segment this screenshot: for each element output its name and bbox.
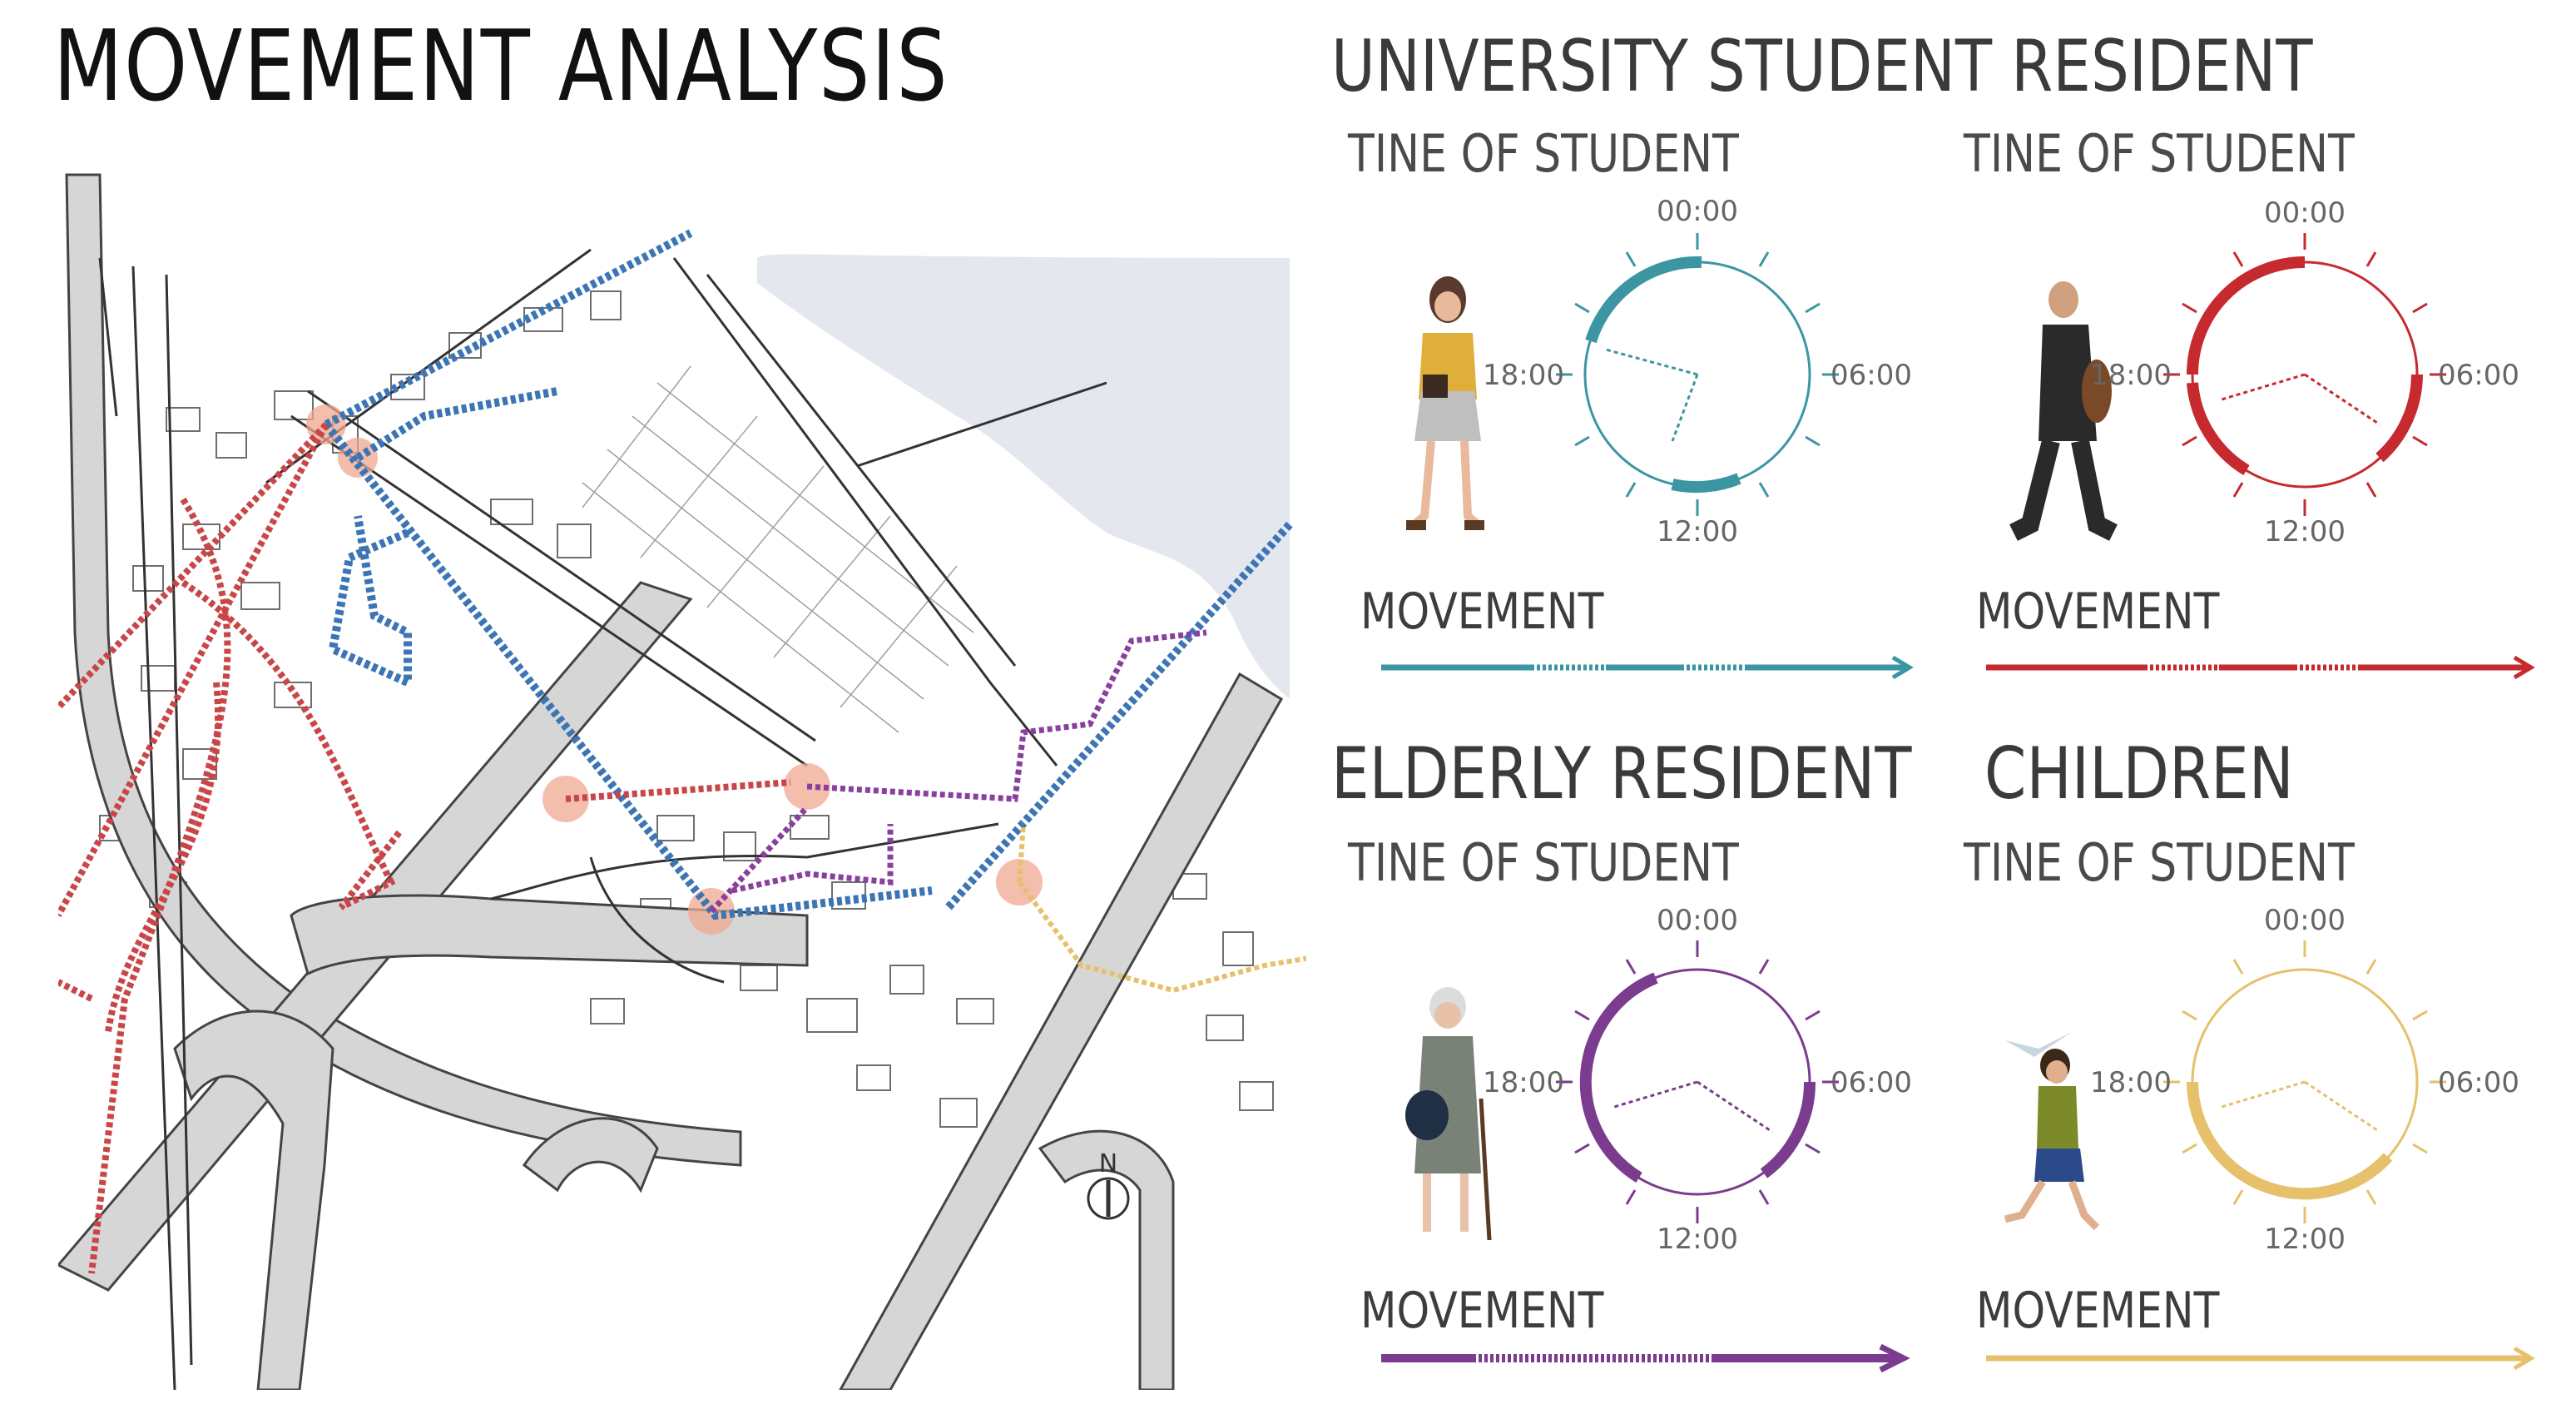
elderly-movement-bar [1381,1343,1910,1373]
panel-student-movement-label: MOVEMENT [1360,583,1604,641]
worker-movement-bar [1986,655,2535,680]
panel-children-subtitle: TINE OF STUDENT [1964,832,2355,893]
student-clock [1556,233,1839,516]
child-clock-right: 06:00 [2438,1066,2519,1099]
child-clock-top: 00:00 [2264,904,2346,937]
water-body [757,254,1290,699]
worker-clock-top: 00:00 [2264,196,2346,230]
route-student [323,229,1293,920]
child-figure [2004,1032,2100,1231]
student-clock-bottom: 12:00 [1657,515,1738,548]
student-clock-right: 06:00 [1830,359,1912,392]
roads [58,173,1284,1390]
child-movement-bar [1986,1346,2535,1371]
north-arrow: N [1087,1149,1130,1220]
elderly-clock-top: 00:00 [1657,904,1738,937]
page-title: MOVEMENT ANALYSIS [53,8,949,123]
elderly-figure [1405,987,1492,1241]
route-elderly [709,629,1207,914]
site-map: N [58,173,1306,1390]
student-clock-left: 18:00 [1483,359,1564,392]
worker-clock-left: 18:00 [2090,359,2172,392]
route-worker [58,422,791,1274]
field-grid [582,365,974,733]
panel-children-movement-label: MOVEMENT [1976,1282,2220,1340]
worker-clock-bottom: 12:00 [2264,515,2346,548]
child-clock-left: 18:00 [2090,1066,2172,1099]
panel-student-graphics: 00:00 06:00 12:00 18:00 [1381,195,1914,680]
panel-student-subtitle: TINE OF STUDENT [1348,123,1739,184]
panel-worker-movement-label: MOVEMENT [1976,583,2220,641]
panel-elderly-movement-label: MOVEMENT [1360,1282,1604,1340]
student-clock-top: 00:00 [1657,195,1738,228]
worker-figure [2009,281,2118,541]
section-title-children: CHILDREN [1984,732,2294,816]
section-title-university: UNIVERSITY STUDENT RESIDENT [1331,25,2313,108]
elderly-clock-right: 06:00 [1830,1066,1912,1099]
elderly-clock-bottom: 12:00 [1657,1223,1738,1256]
worker-clock-right: 06:00 [2438,359,2519,392]
student-figure [1406,276,1484,530]
worker-clock [2163,233,2446,516]
child-clock [2163,940,2446,1223]
panel-children-graphics: 00:00 06:00 12:00 18:00 [1986,904,2535,1371]
elderly-clock [1556,940,1839,1223]
elderly-clock-left: 18:00 [1483,1066,1564,1099]
panel-worker-graphics: 00:00 06:00 12:00 18:00 [1986,196,2535,680]
child-clock-bottom: 12:00 [2264,1223,2346,1256]
panel-elderly-subtitle: TINE OF STUDENT [1348,832,1739,893]
section-title-elderly: ELDERLY RESIDENT [1331,732,1912,816]
panel-elderly-graphics: 00:00 06:00 12:00 18:00 [1381,904,1912,1373]
student-movement-bar [1381,655,1914,680]
route-children [1017,823,1306,994]
north-label: N [1099,1149,1117,1178]
panel-worker-subtitle: TINE OF STUDENT [1964,123,2355,184]
street-outlines [98,248,1107,1390]
